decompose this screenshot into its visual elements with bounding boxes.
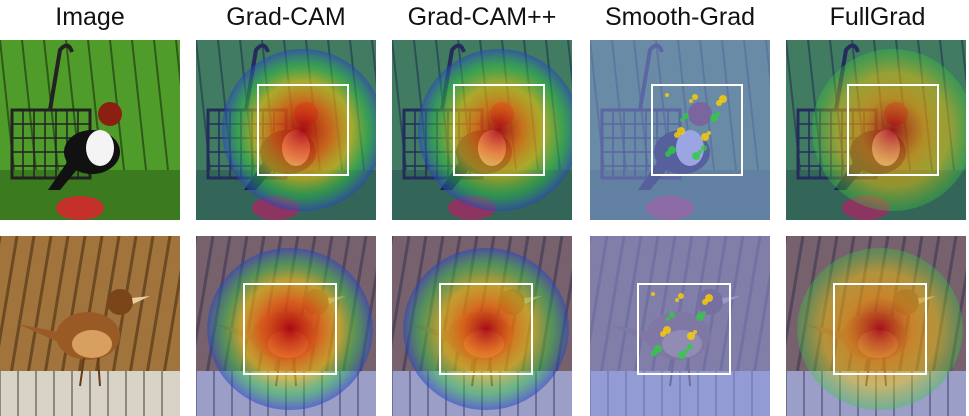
panel-bird-at-feeder-original bbox=[0, 40, 180, 220]
smoothgrad-image bbox=[590, 236, 770, 416]
panel-wren-on-fence-gradcampp bbox=[392, 236, 572, 416]
column-title-image: Image bbox=[55, 3, 125, 31]
column-title-grad-cam-pp: Grad-CAM++ bbox=[407, 3, 557, 31]
panel-bird-at-feeder-fullgrad bbox=[786, 40, 966, 220]
bounding-box bbox=[439, 283, 533, 375]
panel-bird-at-feeder-gradcampp bbox=[392, 40, 572, 220]
bounding-box bbox=[847, 84, 939, 176]
gradcam-image bbox=[196, 236, 376, 416]
column-title-smooth-grad: Smooth-Grad bbox=[604, 3, 756, 31]
panel-wren-on-fence-original bbox=[0, 236, 180, 416]
panel-bird-at-feeder-gradcam bbox=[196, 40, 376, 220]
panel-wren-on-fence-fullgrad bbox=[786, 236, 966, 416]
bounding-box bbox=[257, 84, 349, 176]
column-title-grad-cam: Grad-CAM bbox=[226, 3, 346, 31]
bounding-box bbox=[833, 283, 927, 375]
original-image bbox=[0, 40, 180, 220]
bounding-box bbox=[651, 84, 743, 176]
original-image bbox=[0, 236, 180, 416]
bounding-box bbox=[637, 283, 731, 375]
fullgrad-image bbox=[786, 236, 966, 416]
gradcam-image bbox=[196, 40, 376, 220]
column-title-fullgrad: FullGrad bbox=[829, 3, 926, 31]
panel-bird-at-feeder-smoothgrad bbox=[590, 40, 770, 220]
bounding-box bbox=[243, 283, 337, 375]
smoothgrad-image bbox=[590, 40, 770, 220]
panel-wren-on-fence-smoothgrad bbox=[590, 236, 770, 416]
gradcampp-image bbox=[392, 40, 572, 220]
fullgrad-image bbox=[786, 40, 966, 220]
gradcampp-image bbox=[392, 236, 572, 416]
panel-wren-on-fence-gradcam bbox=[196, 236, 376, 416]
bounding-box bbox=[453, 84, 545, 176]
